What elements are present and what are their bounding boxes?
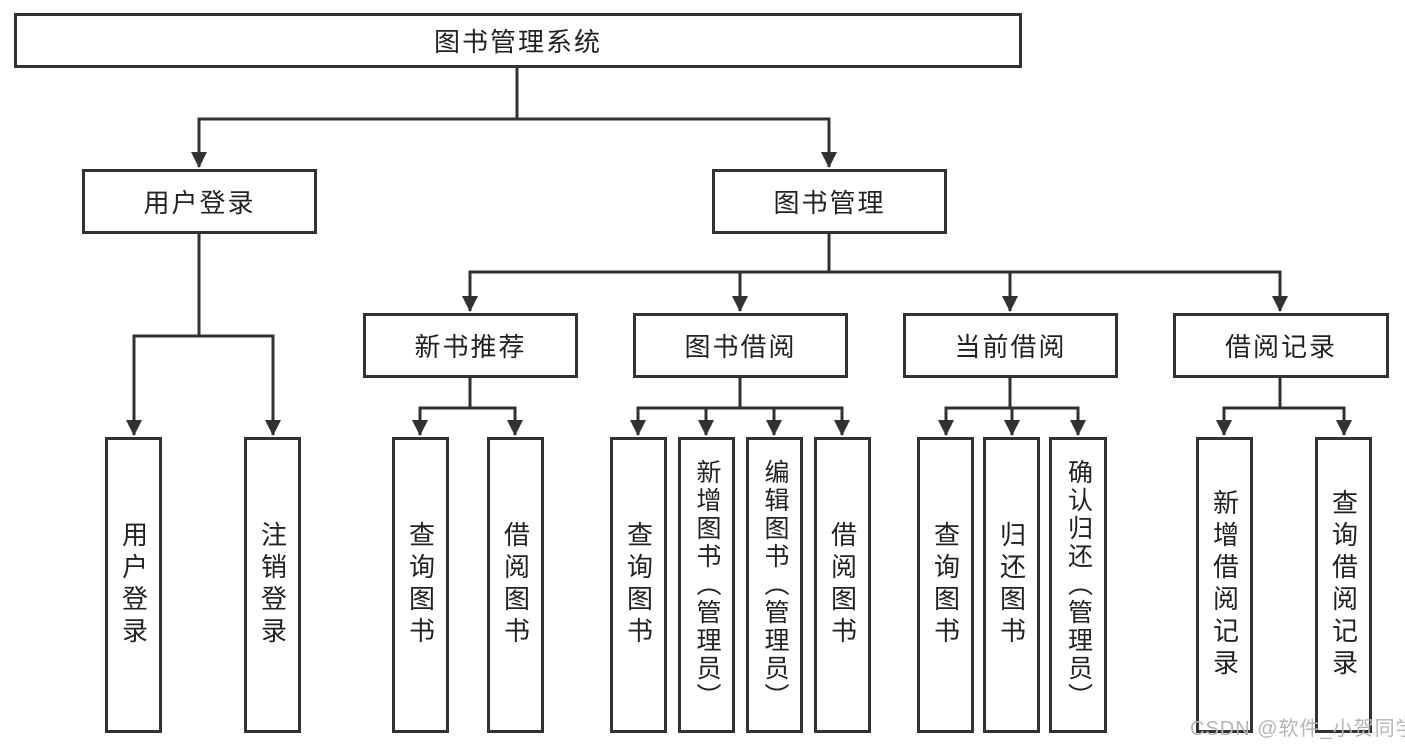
- node-new-book-recommend: 新书推荐: [363, 313, 578, 378]
- leaf-return-book: 归还图书: [983, 437, 1040, 733]
- node-root: 图书管理系统: [14, 13, 1022, 68]
- node-new-book-recommend-label: 新书推荐: [414, 332, 527, 362]
- leaf-confirm-return-admin: 确认归还（管理员）: [1049, 437, 1107, 733]
- leaf-logout: 注销登录: [244, 437, 301, 733]
- node-user-login: 用户登录: [82, 169, 317, 234]
- node-borrow-records-label: 借阅记录: [1224, 332, 1337, 362]
- leaf-query-books-current: 查询图书: [917, 437, 974, 733]
- node-borrow-records: 借阅记录: [1173, 313, 1389, 378]
- leaf-query-borrow-record-label: 查询借阅记录: [1328, 489, 1359, 681]
- leaf-query-books-current-label: 查询图书: [930, 521, 961, 649]
- branch-rails: [132, 66, 1346, 410]
- node-user-login-label: 用户登录: [143, 188, 256, 218]
- leaf-user-login-label: 用户登录: [118, 521, 149, 649]
- leaf-query-borrow-record: 查询借阅记录: [1315, 437, 1372, 733]
- leaf-return-book-label: 归还图书: [996, 521, 1027, 649]
- leaf-user-login: 用户登录: [105, 437, 162, 733]
- node-book-management: 图书管理: [712, 169, 947, 234]
- leaf-borrow-books-borrow: 借阅图书: [814, 437, 871, 733]
- leaf-edit-book-admin-label: 编辑图书（管理员）: [761, 459, 789, 711]
- leaf-query-books-recommend: 查询图书: [392, 437, 449, 733]
- node-root-label: 图书管理系统: [433, 27, 602, 57]
- leaf-add-book-admin: 新增图书（管理员）: [678, 437, 735, 733]
- leaf-query-books-recommend-label: 查询图书: [405, 521, 436, 649]
- node-book-borrowing-label: 图书借阅: [684, 332, 797, 362]
- arrow-connectors: [126, 119, 1352, 436]
- leaf-edit-book-admin: 编辑图书（管理员）: [746, 437, 803, 733]
- node-book-management-label: 图书管理: [773, 188, 886, 218]
- leaf-confirm-return-admin-label: 确认归还（管理员）: [1064, 459, 1093, 711]
- node-current-borrowing: 当前借阅: [903, 313, 1118, 378]
- node-current-borrowing-label: 当前借阅: [954, 332, 1067, 362]
- leaf-logout-label: 注销登录: [257, 521, 288, 649]
- leaf-add-borrow-record-label: 新增借阅记录: [1209, 489, 1240, 681]
- leaf-query-books-borrow: 查询图书: [610, 437, 667, 733]
- leaf-query-books-borrow-label: 查询图书: [623, 521, 654, 649]
- csdn-watermark: CSDN @软件_小贺同学: [1190, 718, 1405, 740]
- node-book-borrowing: 图书借阅: [633, 313, 848, 378]
- leaf-add-borrow-record: 新增借阅记录: [1196, 437, 1253, 733]
- leaf-borrow-books-borrow-label: 借阅图书: [827, 521, 858, 649]
- leaf-borrow-books-recommend-label: 借阅图书: [500, 521, 531, 649]
- leaf-borrow-books-recommend: 借阅图书: [487, 437, 544, 733]
- leaf-add-book-admin-label: 新增图书（管理员）: [693, 459, 721, 711]
